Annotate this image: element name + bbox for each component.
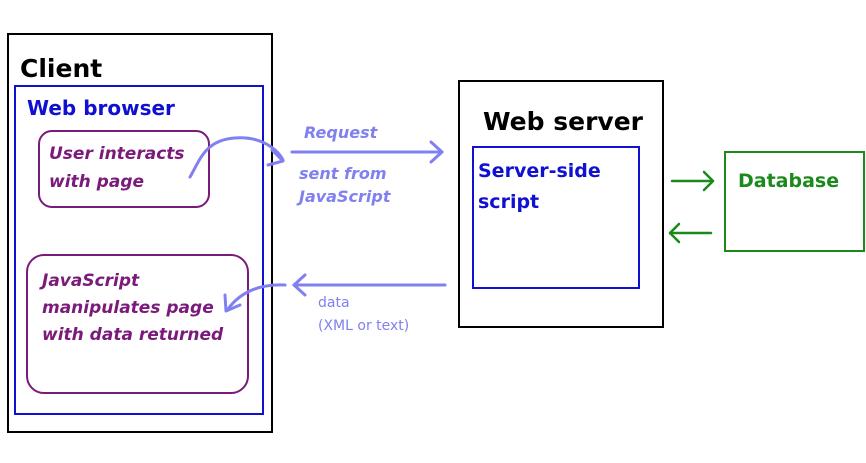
response-label-line-1: data [318, 295, 350, 311]
web-browser-title: Web browser [27, 96, 175, 120]
web-browser-box [14, 85, 264, 415]
request-sublabel-line-1: sent from [299, 164, 387, 183]
database-box [724, 151, 865, 252]
response-label-line-2: (XML or text) [318, 318, 410, 334]
response-arrowhead [292, 273, 307, 297]
user-interaction-line-2: with page [49, 172, 145, 192]
server-side-script-box [472, 146, 640, 289]
response-label: data (XML or text) [318, 292, 409, 338]
database-label: Database [738, 170, 840, 192]
web-server-title: Web server [483, 107, 643, 136]
user-interaction-label: User interacts with page [49, 140, 185, 196]
user-to-request-curve-arrowhead [266, 148, 285, 167]
server-side-script-label: Server-side script [478, 160, 601, 213]
javascript-update-line-1: JavaScript [42, 271, 140, 291]
database-to-server-arrowhead [668, 222, 681, 244]
web-server-box [458, 80, 664, 328]
request-arrowhead [429, 140, 444, 164]
user-interaction-box [38, 130, 210, 208]
javascript-update-line-3: with data returned [42, 325, 224, 345]
server-to-database-arrowhead [702, 170, 715, 192]
javascript-update-line-2: manipulates page [42, 298, 214, 318]
request-label: Request [304, 123, 378, 142]
javascript-update-box [26, 254, 249, 394]
client-title: Client [20, 54, 103, 83]
user-interaction-line-1: User interacts [49, 144, 185, 164]
javascript-update-label: JavaScript manipulates page with data re… [42, 268, 223, 349]
response-to-js-curve-arrow [226, 283, 287, 311]
user-to-request-curve-arrow [188, 136, 285, 179]
client-box [7, 33, 273, 433]
request-sublabel: sent from JavaScript [299, 162, 390, 208]
request-sublabel-line-2: JavaScript [299, 187, 391, 206]
response-to-js-curve-arrowhead [223, 293, 242, 313]
